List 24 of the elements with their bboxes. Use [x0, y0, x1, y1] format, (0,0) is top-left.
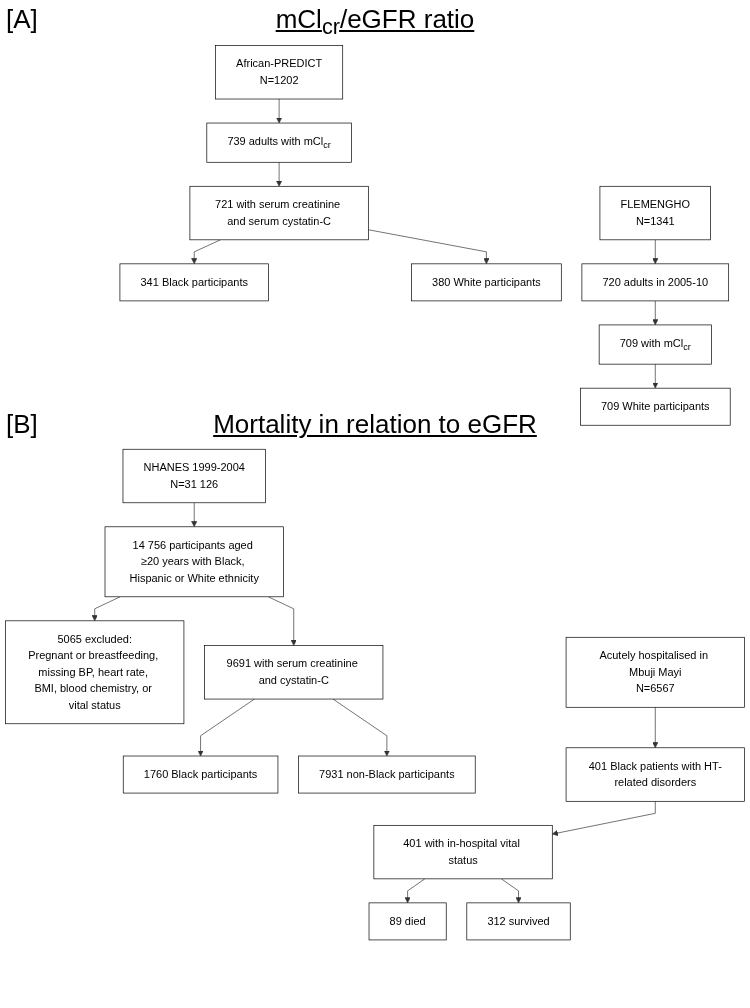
panel-letter: [A]	[6, 4, 38, 35]
node-box: 89 died	[368, 902, 447, 941]
node-box: 709 White participants	[580, 387, 731, 426]
node-box: 5065 excluded: Pregnant or breastfeeding, missing BP, heart rate, BMI, blood chemistry, or vital status	[5, 620, 185, 725]
node-box: 739 adults with mCl$_{cr}$	[206, 122, 352, 163]
panel-letter: [B]	[6, 409, 38, 441]
panel-heading: Mortality in relation to eGFR	[213, 409, 537, 440]
node-box: 720 adults in 2005-10	[581, 263, 730, 302]
node-box: 1760 Black participants	[122, 755, 279, 794]
node-box: NHANES 1999-2004 N=31 126	[122, 448, 266, 504]
node-box: 14 756 participants aged ≥20 years with Black, Hispanic or White ethnicity	[104, 526, 284, 598]
node-box: Acutely hospitalised in Mbuji Mayi N=6567	[565, 636, 745, 708]
node-box: FLEMENGHO N=1341	[599, 185, 711, 241]
node-box: African-PREDICT N=1202	[215, 45, 344, 100]
node-box: 380 White participants	[411, 263, 562, 302]
node-box: 341 Black participants	[119, 263, 269, 302]
node-box: 709 with mCl$_{cr}$	[598, 324, 712, 365]
node-box: 7931 non-Black participants	[298, 755, 476, 794]
panel-heading: mCl$_{cr}$/eGFR ratio	[275, 4, 475, 34]
node-box: 401 Black patients with HT-related disorders	[565, 747, 745, 802]
node-box: 9691 with serum creatinine and cystatin-C	[204, 645, 384, 700]
node-box: 401 with in-hospital vital status	[373, 825, 553, 880]
node-box: 721 with serum creatinine and serum cystatin-C	[189, 185, 369, 241]
node-box: 312 survived	[466, 902, 571, 941]
